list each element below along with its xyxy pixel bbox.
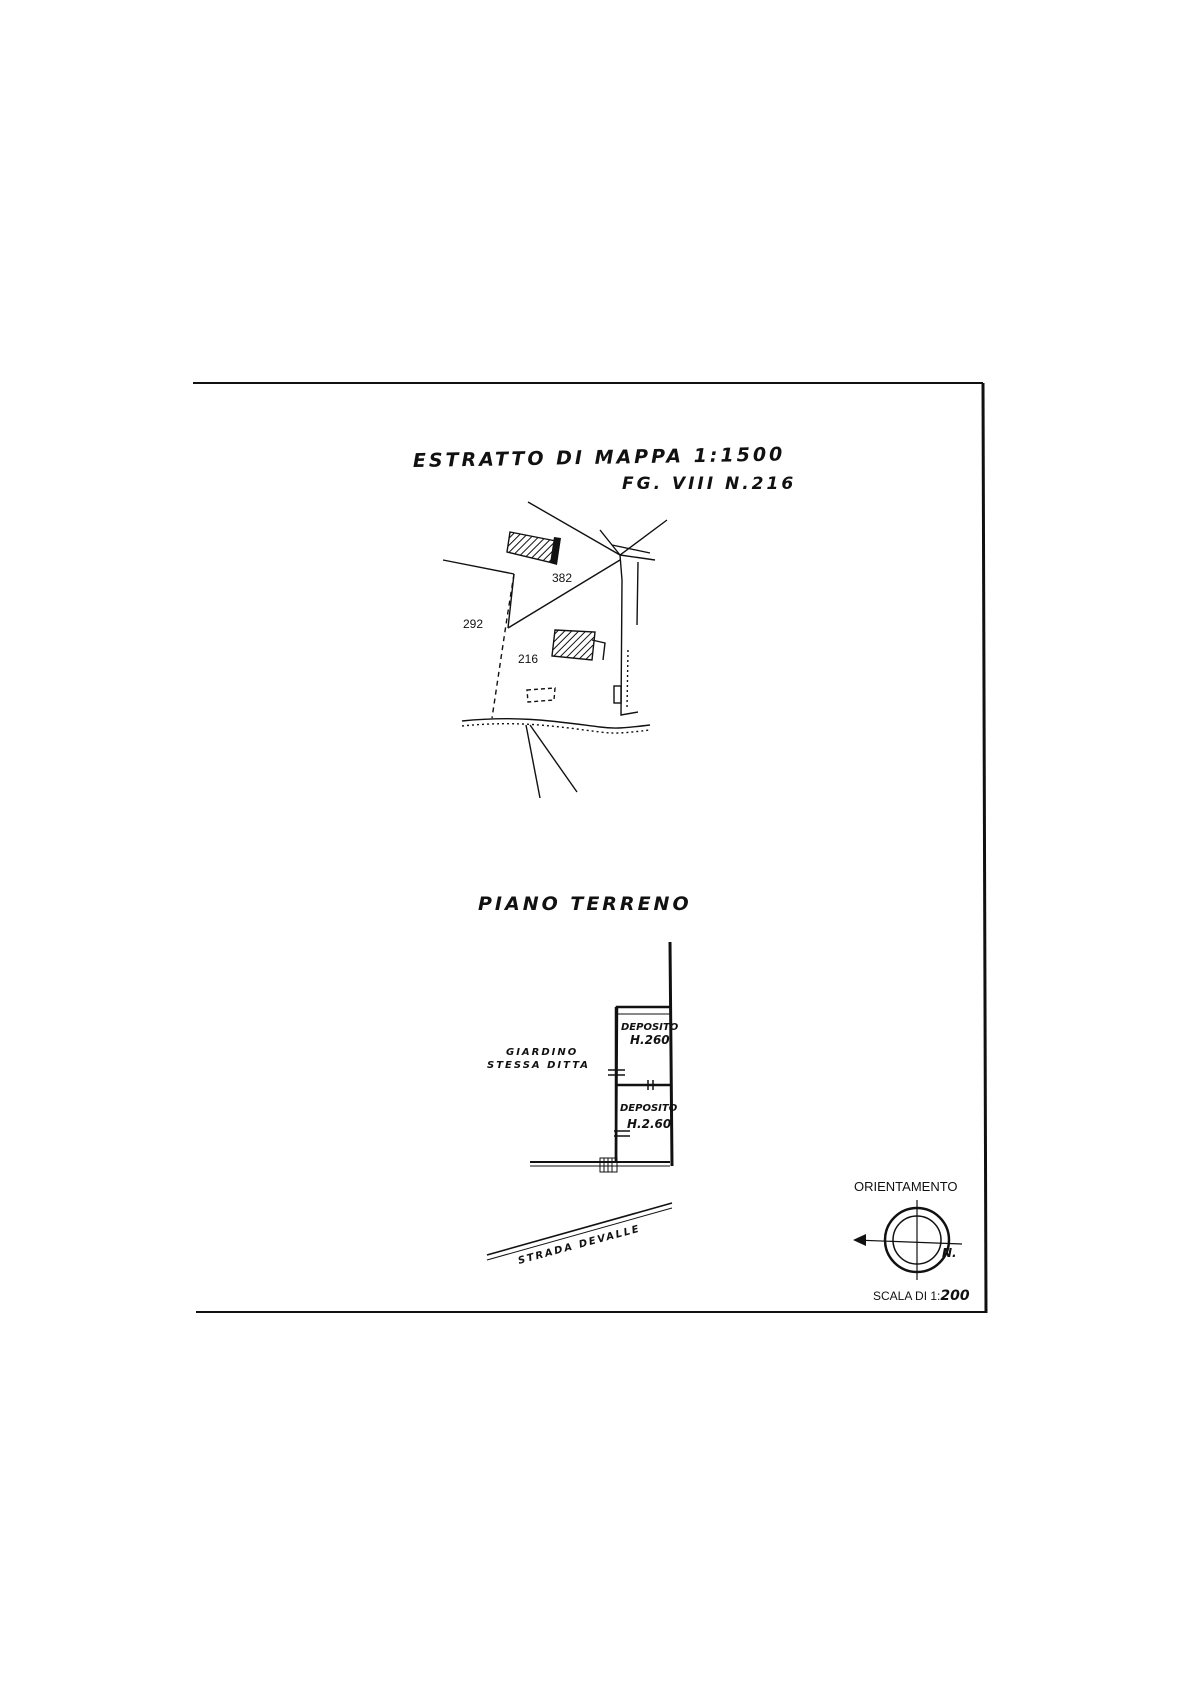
upper-room-height: H.260	[630, 1033, 670, 1047]
lower-room-height: H.2.60	[627, 1117, 671, 1131]
road-label: STRADA DEVALLE	[517, 1224, 642, 1267]
lower-room-name: DEPOSITO	[620, 1103, 678, 1114]
ground-floor-title: PIANO TERRENO	[478, 893, 692, 915]
map-extract-title: ESTRATTO DI MAPPA 1:1500	[413, 444, 786, 472]
compass-icon	[853, 1200, 963, 1280]
north-label: N.	[942, 1246, 957, 1260]
cadastral-map	[442, 501, 668, 799]
ground-floor-plan	[486, 941, 674, 1261]
map-buildings	[506, 531, 606, 661]
scale-text: SCALA DI 1:200	[873, 1288, 970, 1304]
garden-label-line2: STESSA DITTA	[487, 1060, 590, 1071]
scale-value: 200	[940, 1288, 969, 1304]
upper-room-name: DEPOSITO	[621, 1022, 679, 1033]
scale-label: SCALA DI 1:	[873, 1289, 940, 1303]
garden-label-line1: GIARDINO	[506, 1047, 578, 1058]
parcel-label-216: 216	[518, 652, 538, 666]
orientation-title: ORIENTAMENTO	[854, 1179, 958, 1194]
sheet-frame	[193, 382, 988, 1314]
parcel-label-382: 382	[552, 571, 572, 585]
parcel-label-292: 292	[463, 617, 483, 631]
sheet-reference: FG. VIII N.216	[622, 474, 796, 494]
